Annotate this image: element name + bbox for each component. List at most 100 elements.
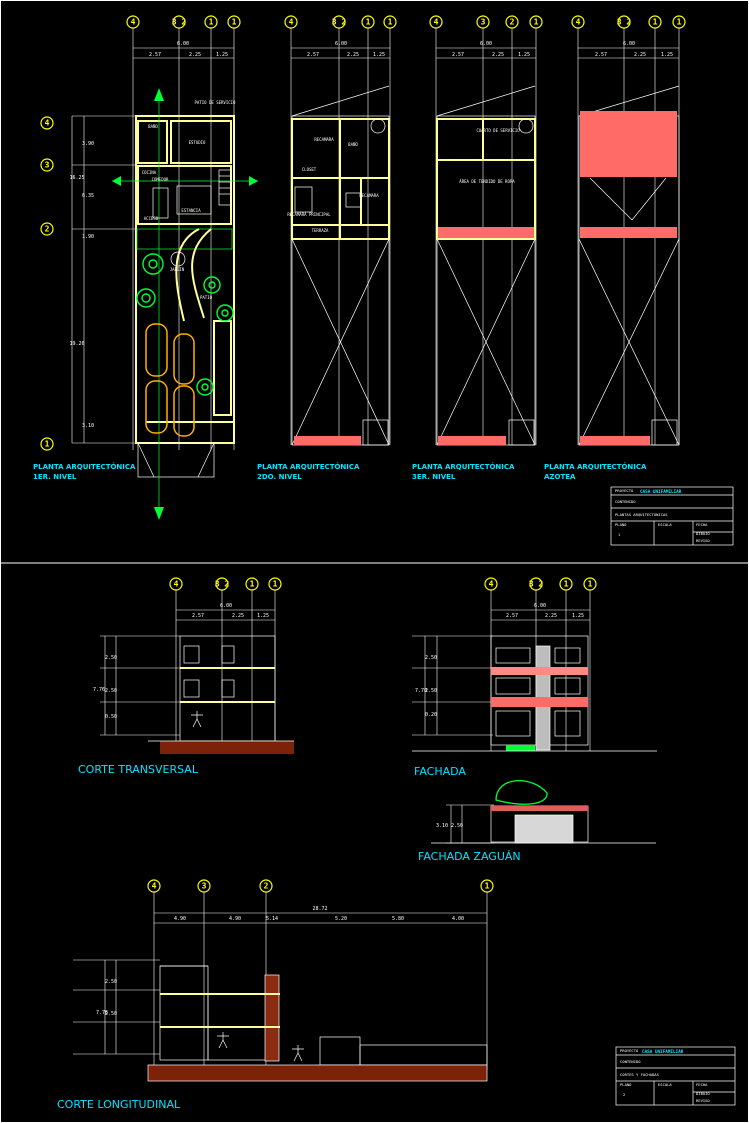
svg-text:1: 1 [273, 580, 278, 589]
svg-text:3 2: 3 2 [332, 18, 347, 27]
person-icon [191, 711, 203, 728]
project-label: PROYECTO [620, 1048, 639, 1053]
svg-text:2: 2 [510, 18, 515, 27]
section-arrow-icon [249, 176, 258, 186]
svg-text:2.25: 2.25 [545, 613, 557, 619]
svg-text:5.14: 5.14 [266, 916, 278, 922]
stair-icon [218, 169, 232, 206]
room-label: CLOSET [302, 167, 317, 172]
left-dimension: 1.90 [82, 234, 94, 240]
axis-bubble: 1 [204, 15, 218, 29]
plan-level: 3ER. NIVEL [412, 473, 456, 481]
gate-icon [514, 814, 574, 844]
width-dimension: 2.57 [452, 52, 464, 58]
svg-text:1: 1 [388, 18, 393, 27]
svg-text:2.57: 2.57 [192, 613, 204, 619]
svg-text:4: 4 [152, 882, 157, 891]
content-label: CONTENIDO [615, 499, 636, 504]
svg-text:7.70: 7.70 [415, 688, 427, 694]
svg-text:4: 4 [45, 119, 50, 128]
person-icon [217, 1032, 229, 1049]
window-icon [221, 679, 235, 698]
width-dimension: 1.25 [661, 52, 673, 58]
tree-icon [495, 780, 548, 805]
zaguan-facade: 3.10 2.50 FACHADA ZAGUÁN [418, 780, 656, 863]
section-arrow-icon [154, 88, 164, 101]
room-label: TERRAZA [312, 228, 329, 233]
axis-bubble: 2 [40, 222, 54, 236]
width-dimension: 2.25 [492, 52, 504, 58]
facade-windows [495, 647, 581, 737]
svg-text:4.00: 4.00 [452, 916, 464, 922]
axis-bubble: 3 2 [332, 15, 347, 29]
dining-table-icon [152, 187, 169, 219]
svg-text:3 2: 3 2 [172, 18, 187, 27]
garage-door [506, 745, 535, 751]
axis-markers-top: 4 3 2 1 1 4 3 2 1 1 4 3 2 1 4 3 2 1 1 [126, 15, 686, 29]
svg-text:2.50: 2.50 [105, 655, 117, 661]
roof-hatch [580, 227, 677, 238]
overall-width: 6.00 [335, 41, 347, 47]
sheet-number: 1 [618, 532, 621, 537]
svg-text:1: 1 [485, 882, 490, 891]
svg-text:0.50: 0.50 [105, 714, 117, 720]
svg-text:4.90: 4.90 [229, 916, 241, 922]
facade: 6.00 2.57 2.25 1.25 7.70 2.50 2.50 0.20 … [412, 590, 657, 778]
door-swing [197, 442, 215, 478]
scale-label: ESCALA [658, 522, 672, 527]
person-icon [292, 1045, 304, 1062]
room-label: PATIO [200, 295, 213, 300]
svg-text:5.20: 5.20 [335, 916, 347, 922]
ground-floor-plan: 6.00 2.57 2.25 1.25 3.90 16.25 6.35 1.90… [33, 28, 258, 520]
room-label: ESTANCIA [181, 208, 201, 213]
room-label: RECAMARA [359, 193, 379, 198]
longitudinal-section: 28.72 4.90 4.90 5.14 5.20 5.80 4.00 7.76… [57, 892, 488, 1111]
axis-bubble: 4 [571, 15, 585, 29]
axis-bubble: 1 [672, 15, 686, 29]
ground-fill [160, 741, 294, 754]
section-arrow-icon [112, 176, 121, 186]
title-block-top: PROYECTO CASA UNIFAMILIAR CONTENIDO PLAN… [610, 486, 734, 546]
curved-path [191, 228, 212, 319]
tree-icons [136, 253, 234, 396]
room-label: RECAMARA [314, 137, 334, 142]
balcony-band [491, 667, 588, 675]
door-swing [137, 442, 155, 478]
width-dimension: 2.25 [634, 52, 646, 58]
drawn-label: DIBUJO [696, 1091, 710, 1096]
svg-text:4: 4 [434, 18, 439, 27]
left-dimension: 3.90 [82, 141, 94, 147]
sheet-label: PLANO [620, 1082, 632, 1087]
gate-outline [137, 442, 215, 478]
house-section [159, 965, 209, 1061]
spiral-stair-icon [518, 118, 534, 134]
room-label: BAÑO [148, 124, 158, 129]
svg-text:4.90: 4.90 [174, 916, 186, 922]
section-title: FACHADA ZAGUÁN [418, 850, 521, 863]
room-label: ESTUDIO [189, 140, 206, 145]
section-arrow-icon [154, 507, 164, 520]
window-icon [221, 645, 235, 664]
width-dimension: 1.25 [518, 52, 530, 58]
room-outline [137, 120, 168, 164]
overall-width: 6.00 [623, 41, 635, 47]
svg-text:1: 1 [677, 18, 682, 27]
axis-bubble: 1 [227, 15, 241, 29]
svg-text:1: 1 [588, 580, 593, 589]
sofa-icon [176, 185, 212, 215]
room-label: ACCESO [144, 216, 159, 221]
sheet-label: PLANO [615, 522, 627, 527]
overall-width: 6.00 [177, 41, 189, 47]
garden-outline [136, 228, 233, 250]
axis-bubble: 3 [476, 15, 490, 29]
coping-band [491, 806, 588, 811]
axis-bubble: 3 2 [617, 15, 632, 29]
svg-text:3.10: 3.10 [436, 823, 448, 829]
svg-text:2: 2 [45, 225, 50, 234]
date-label: FECHA [696, 1082, 708, 1087]
svg-text:3 2: 3 2 [617, 18, 632, 27]
svg-text:3 2: 3 2 [215, 580, 230, 589]
plan-level: AZOTEA [544, 473, 576, 481]
bed-icon [294, 186, 313, 213]
